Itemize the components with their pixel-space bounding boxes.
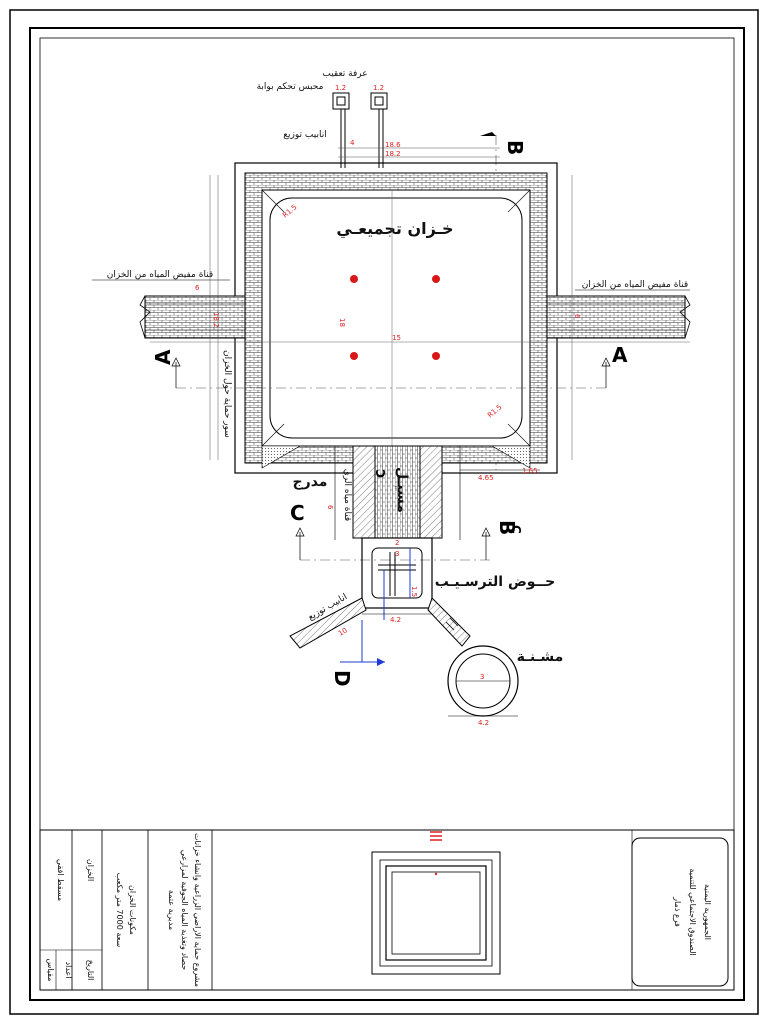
- column: [350, 275, 358, 283]
- revision-label: اعداد: [64, 962, 73, 979]
- outer-border: [9, 9, 759, 1015]
- left-vertical-note: سور حماية حول الخزان: [222, 350, 232, 438]
- dim-6-mid: 6: [326, 505, 334, 510]
- dim-6-left: 6: [195, 284, 200, 292]
- right-overflow-channel: [546, 295, 686, 339]
- sedimentation-basin-inner: [371, 547, 423, 599]
- dim-18-2-left: 18.2: [212, 312, 220, 328]
- org-line-2: الصندوق الاجتماعي للتنمية: [688, 868, 697, 955]
- date-label: التاريخ: [86, 960, 95, 981]
- dim-4-65: 4.65: [478, 474, 494, 482]
- right-channel-label: قناة مفيض المياه من الخزان: [582, 280, 688, 290]
- inner-border: [29, 27, 745, 1001]
- valve-boxes: [332, 92, 388, 168]
- dim-1-2-b: 1.2: [373, 84, 384, 92]
- spillway-left-wall: [352, 445, 376, 539]
- staircase-label: مدرج: [293, 474, 328, 490]
- tank-basin: [269, 197, 523, 439]
- dim-1-65: 1.65: [522, 467, 538, 475]
- dim-screen-4-2: 4.2: [478, 719, 489, 727]
- valve-box-label: محبس تحكم بوابة: [257, 82, 324, 92]
- org-line-1: الجمهورية اليمنية: [703, 884, 712, 940]
- section-a-left: A: [151, 349, 175, 365]
- dim-10: 10: [337, 626, 349, 637]
- key-plan: [371, 831, 501, 975]
- column: [432, 352, 440, 360]
- tank-title: خـزان تجميعـي: [336, 219, 453, 239]
- column: [350, 352, 358, 360]
- project-line-1: مشروع حماية الاراضي الزراعية وانشاء خزان…: [193, 833, 202, 987]
- inlet-channel-label: قناة مياه الري: [342, 469, 352, 521]
- distribution-pipes-label: انابيب توزيع: [283, 130, 326, 140]
- dim-screen-3: 3: [480, 673, 484, 681]
- section-b-top: B: [503, 140, 527, 155]
- section-c-left: C: [290, 501, 305, 525]
- float-room-label: عرفة تعقيب: [322, 69, 367, 79]
- scale-label: مقياس: [46, 959, 55, 982]
- org-line-3: فرع ذمار: [673, 896, 682, 927]
- right-diagonal-channel: [427, 597, 471, 647]
- section-c-right: C: [509, 525, 523, 534]
- left-overflow-channel: [144, 295, 246, 339]
- section-b-bottom: B: [495, 520, 519, 535]
- spillway-label: مسيـل: [394, 467, 410, 513]
- project-line-2: حصاد وتغذية المياه الجوفية لمزارعي: [180, 850, 189, 971]
- drawing-line-1: مكونات الخزان: [128, 885, 137, 935]
- section-d-mark: D: [330, 670, 354, 687]
- dim-18-6: 18.6: [385, 141, 401, 149]
- spillway-right-wall: [419, 445, 443, 539]
- dim-15: 15: [392, 334, 401, 342]
- sedimentation-basin-label: حــوض الترسـيـب: [435, 574, 556, 590]
- dim-6-right: 6: [573, 314, 581, 319]
- screen-label: مشـنـة: [517, 649, 564, 665]
- column: [432, 275, 440, 283]
- dim-2: 2: [395, 539, 399, 547]
- dim-4-2: 4.2: [390, 616, 401, 624]
- dim-4: 4: [350, 139, 355, 147]
- section-c-top: C: [374, 469, 388, 478]
- sheet-sub: مسقط افقي: [56, 859, 65, 901]
- dim-1-2-a: 1.2: [335, 84, 346, 92]
- dim-18-2: 18.2: [385, 150, 401, 158]
- sheet-title: الخزان: [86, 859, 95, 881]
- dim-18: 18: [338, 318, 346, 327]
- sedimentation-basin-outer: [361, 537, 433, 609]
- left-diagonal-channel: [289, 597, 367, 649]
- project-line-3: مديرية عتمة: [167, 890, 176, 930]
- dim-3: 3: [395, 550, 399, 558]
- left-channel-label: قناة مفيض المياه من الخزان: [107, 270, 213, 280]
- section-a-right: A: [612, 343, 628, 367]
- tank-inner-floor: [261, 189, 531, 447]
- drawing-line-2: سعة 7000 متر مكعب: [115, 873, 124, 948]
- dim-1-5: 1.5: [410, 586, 418, 597]
- title-block: [39, 829, 735, 991]
